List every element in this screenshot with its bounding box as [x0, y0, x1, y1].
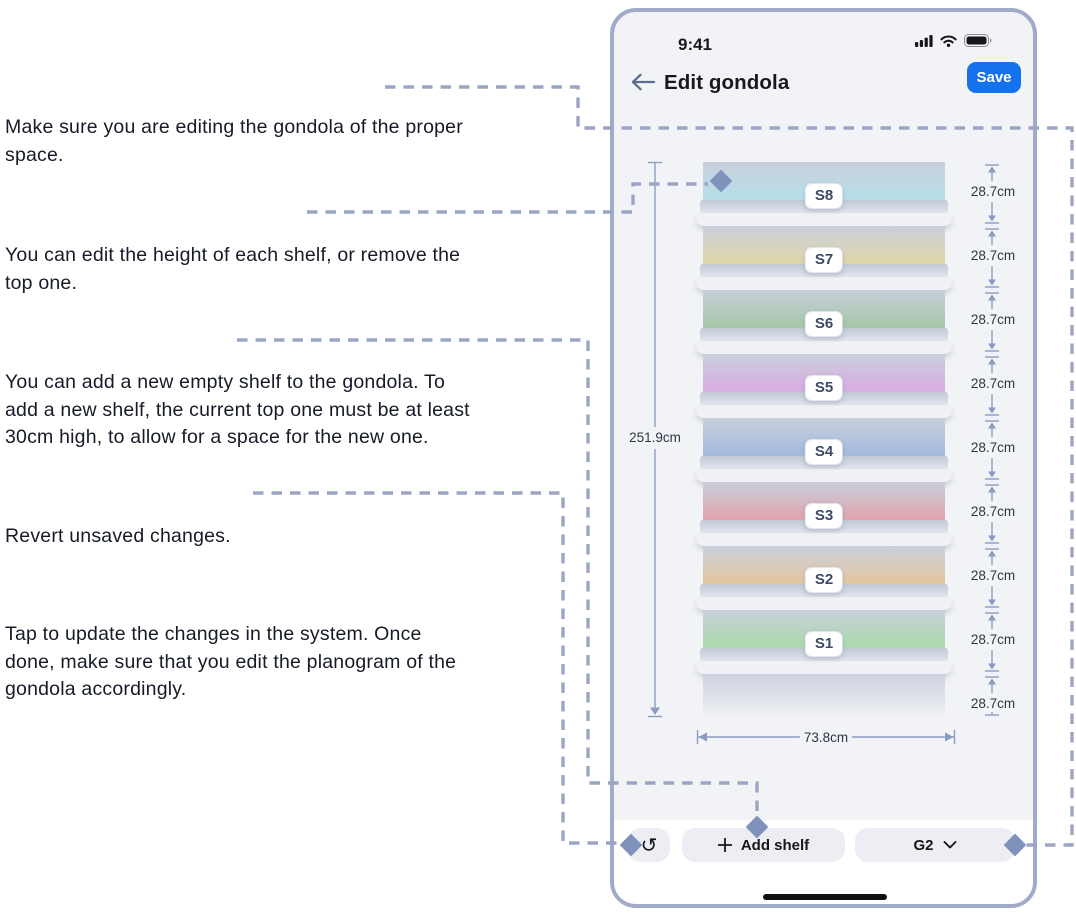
battery-icon — [964, 34, 992, 47]
note-save: Tap to update the changes in the system.… — [5, 623, 457, 700]
undo-icon: ↺ — [640, 833, 658, 857]
add-shelf-label: Add shelf — [740, 836, 810, 854]
shelf-height-value: 28.7cm — [966, 503, 1020, 520]
status-bar-icons — [915, 34, 992, 47]
chevron-down-icon — [943, 841, 956, 849]
total-height-value: 251.9cm — [625, 429, 685, 446]
add-shelf-button[interactable]: Add shelf — [682, 828, 845, 862]
shelf-height-value: 28.7cm — [966, 183, 1020, 200]
gondola-selector-value: G2 — [913, 836, 934, 854]
shelf-height-value: 28.7cm — [966, 439, 1020, 456]
phone-mockup: 9:41 Edit gondo — [610, 8, 1037, 908]
cellular-signal-icon — [915, 34, 933, 47]
shelf-height-value: 28.7cm — [966, 631, 1020, 648]
shelf-height-value: 28.7cm — [966, 567, 1020, 584]
shelf-height-value: 28.7cm — [966, 375, 1020, 392]
shelf-height-value: 28.7cm — [966, 247, 1020, 264]
dimension-lines — [648, 161, 999, 744]
gondola-selector-dropdown[interactable]: G2 — [855, 828, 1015, 862]
base-width-value: 73.8cm — [799, 729, 853, 746]
note-revert: Revert unsaved changes. — [5, 525, 231, 547]
plus-icon — [717, 838, 732, 852]
revert-button[interactable]: ↺ — [628, 828, 670, 862]
note-proper-space: Make sure you are editing the gondola of… — [5, 116, 463, 166]
note-add-shelf: You can add a new empty shelf to the gon… — [5, 371, 470, 448]
status-bar-time: 9:41 — [677, 35, 713, 54]
home-indicator[interactable] — [763, 894, 887, 900]
wifi-icon — [940, 35, 957, 47]
shelf-height-value: 28.7cm — [966, 695, 1020, 712]
shelf-height-value: 28.7cm — [966, 311, 1020, 328]
note-edit-height: You can edit the height of each shelf, o… — [5, 244, 461, 294]
